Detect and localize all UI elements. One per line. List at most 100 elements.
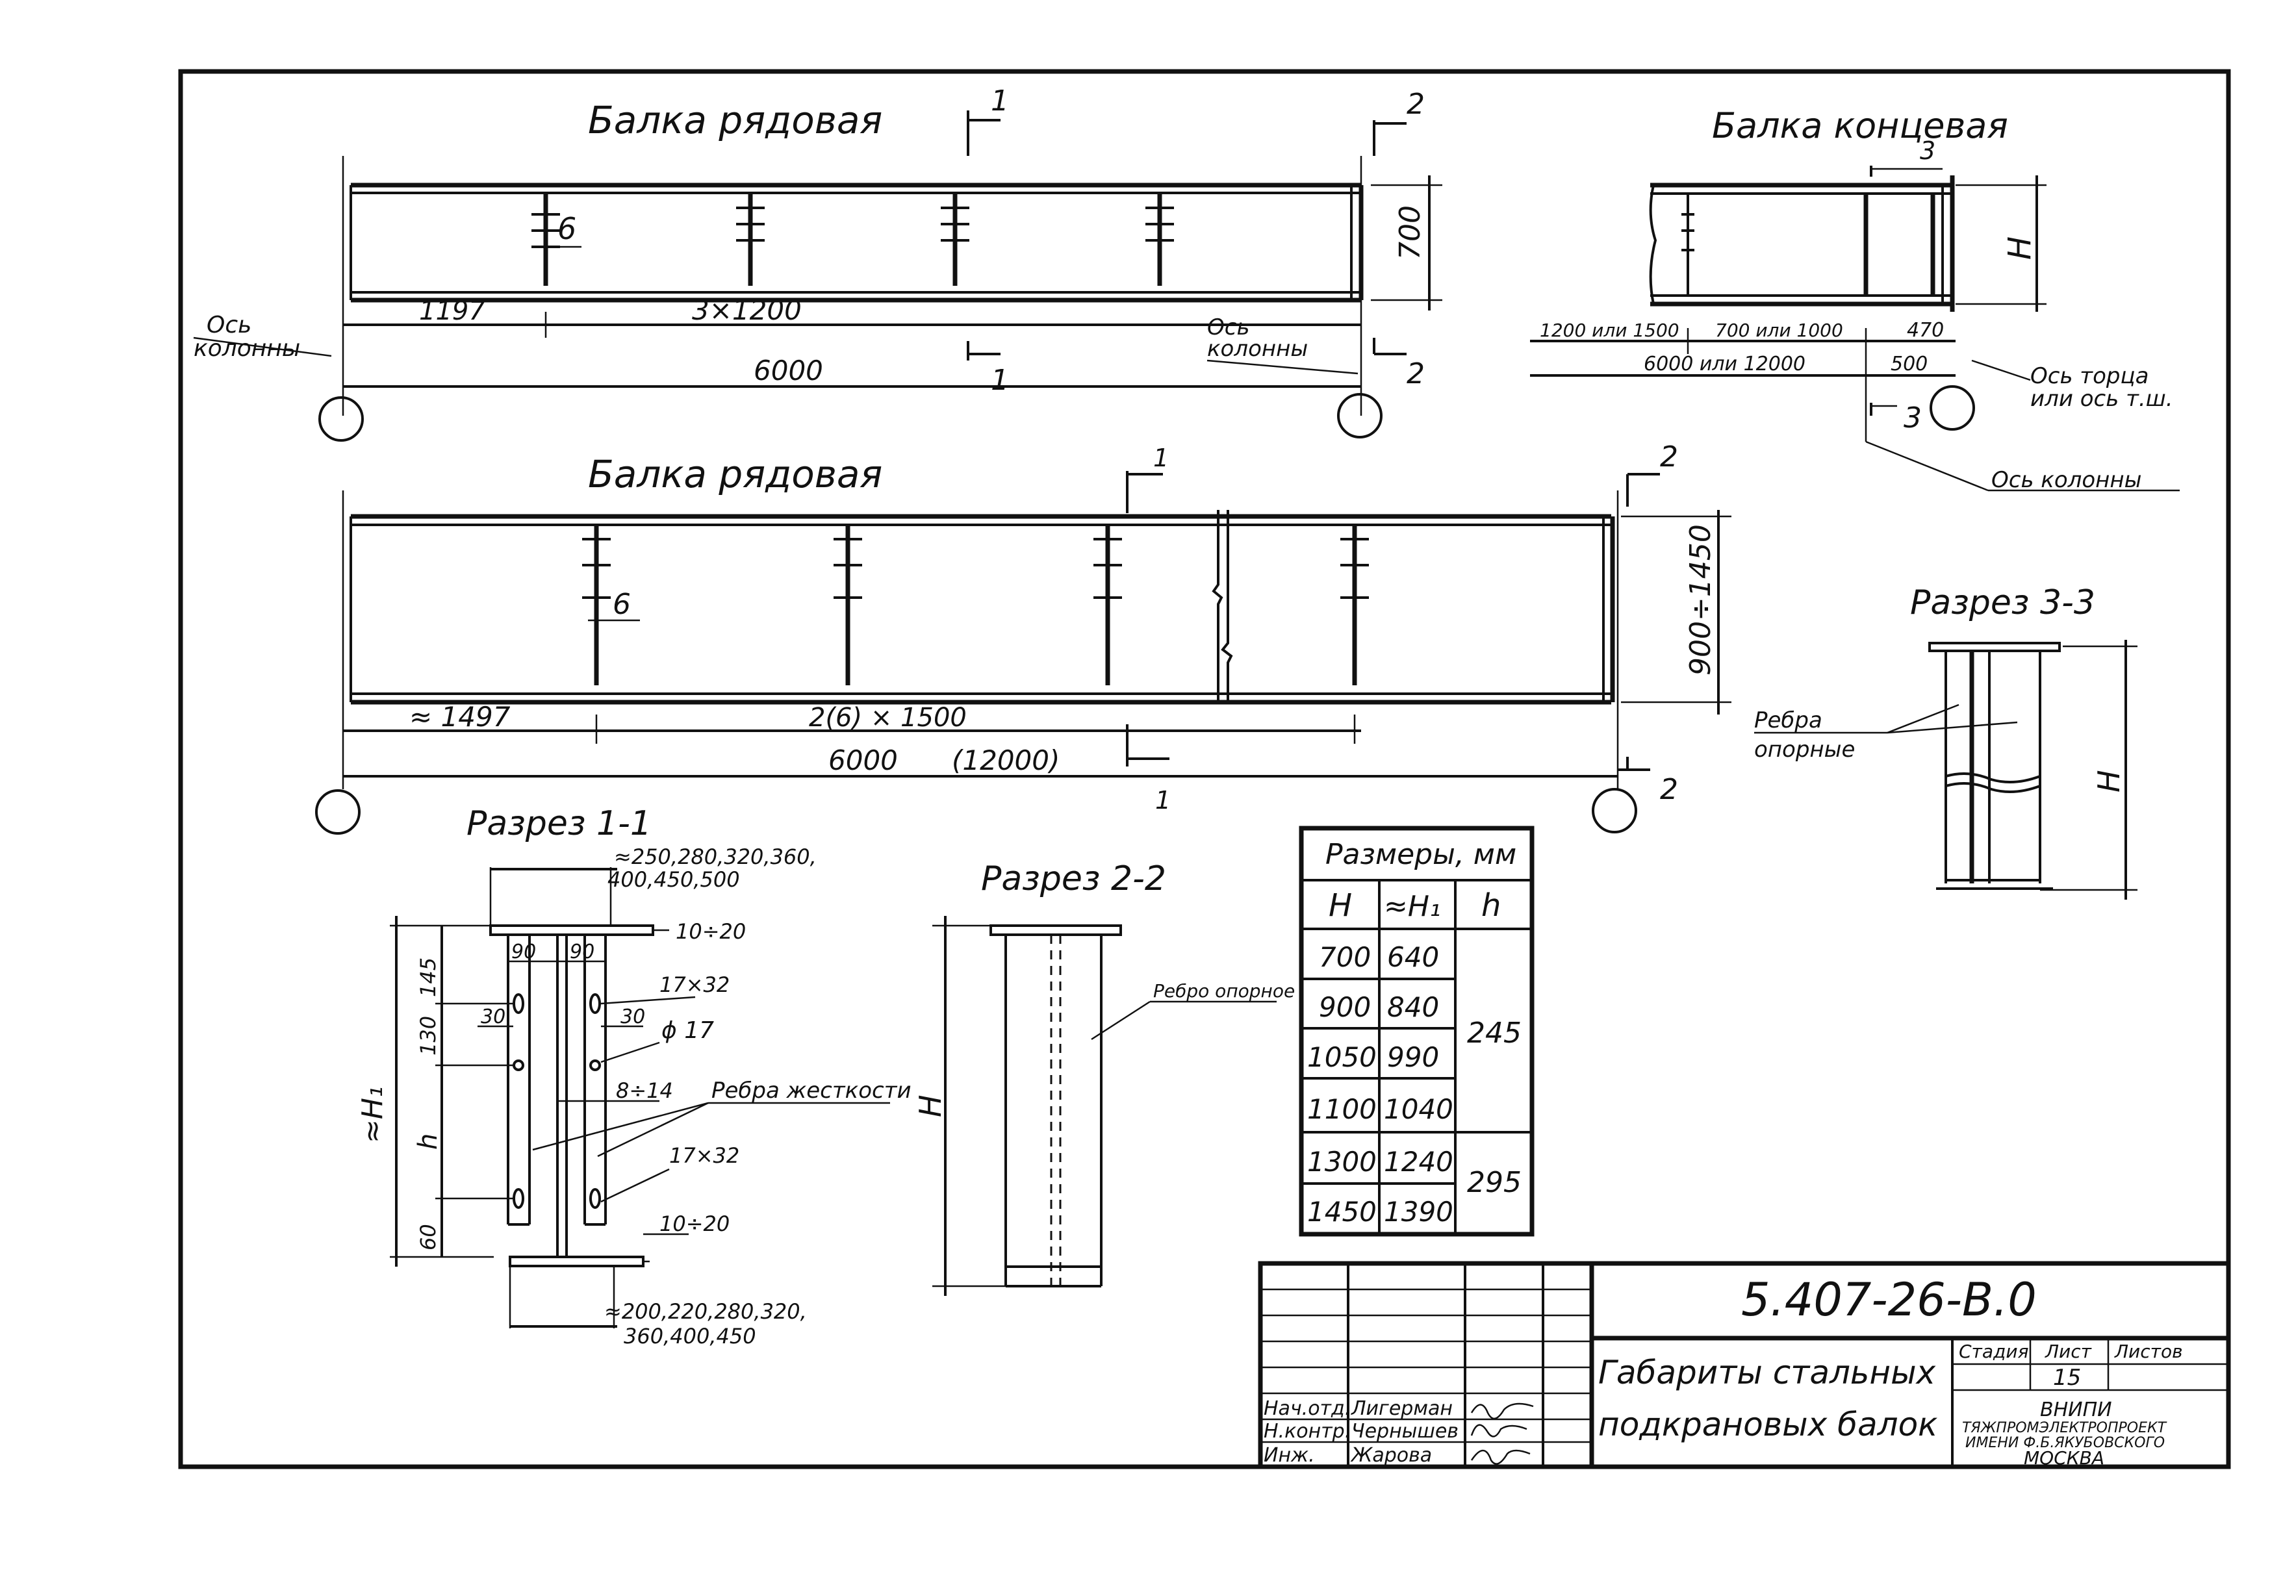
beam-1-stiffeners: [531, 193, 1174, 286]
beam-2-section-2-top: 2: [1660, 440, 1678, 474]
table-row-6-H1: 1390: [1384, 1196, 1453, 1228]
section-2-2-rib: Ребро опорное: [1153, 980, 1295, 1002]
stamp-col-sheet: Лист: [2045, 1341, 2092, 1362]
section-1-1-d130: 130: [416, 1016, 440, 1056]
stamp-col-sheets: Листов: [2114, 1341, 2183, 1362]
section-1-1-d30a: 30: [481, 1006, 505, 1028]
stamp-org-4: МОСКВА: [2024, 1447, 2104, 1469]
beam-1-axis-marker-right: [1337, 393, 1383, 438]
table-header-H1: ≈H₁: [1384, 890, 1441, 923]
section-1-1-hole: ϕ 17: [661, 1017, 714, 1044]
section-3-3-title: Разрез 3-3: [1910, 583, 2095, 622]
table-row-5-H1: 1240: [1384, 1146, 1453, 1178]
beam-2-dim-left: ≈ 1497: [409, 701, 511, 733]
end-beam-height: H: [2002, 236, 2038, 260]
table-row-1-H: 700: [1319, 941, 1371, 973]
beam-1-stiffener-thickness: 6: [557, 211, 576, 246]
beam-2-section-1-bottom: 1: [1155, 786, 1171, 815]
beam-2-elevation: Балка рядовая 6 1 1: [315, 440, 1731, 835]
section-1-1-bot-widths-2: 360,400,450: [624, 1324, 756, 1349]
end-beam-axis-marker: [1930, 385, 1975, 431]
stamp-role-1: Нач.отд.: [1264, 1397, 1351, 1420]
beam-2-title: Балка рядовая: [588, 452, 882, 496]
section-1-1-top-widths-2: 400,450,500: [607, 867, 740, 892]
stamp-role-3: Инж.: [1264, 1444, 1315, 1467]
section-2-2-title: Разрез 2-2: [981, 859, 1166, 898]
end-beam-dim-b: 700 или 1000: [1715, 320, 1843, 341]
drawing-title-1: Габариты стальных: [1598, 1354, 1936, 1391]
beam-1-elevation: Балка рядовая 6 1 1: [193, 84, 1442, 442]
beam-1-axis-right-2: колонны: [1207, 336, 1308, 362]
section-1-1: Разрез 1-1 ≈250,280,320,360, 400,450,500…: [356, 804, 912, 1349]
section-1-1-d60: 60: [416, 1224, 440, 1250]
stamp-role-2: Н.контр.: [1264, 1420, 1351, 1443]
drawing-title-2: подкрановых балок: [1598, 1406, 1937, 1443]
table-row-5-H: 1300: [1307, 1146, 1377, 1178]
section-3-3-ribs-1: Ребра: [1754, 707, 1822, 733]
table-header-h: h: [1481, 887, 1501, 924]
table-h-1: 245: [1467, 1017, 1522, 1050]
stamp-sheet-number: 15: [2053, 1365, 2081, 1391]
beam-2-dim-total: 6000: [828, 744, 898, 776]
beam-2-dim-mid: 2(6) × 1500: [809, 703, 967, 733]
beam-2-axis-marker-left: [315, 789, 361, 835]
section-1-1-h: h: [413, 1134, 443, 1150]
drawing-code: 5.407-26-В.0: [1741, 1273, 2037, 1326]
end-beam-dim-c: 470: [1907, 319, 1944, 342]
section-2-2-height: H: [913, 1095, 948, 1117]
table-h-2: 295: [1467, 1166, 1522, 1199]
table-row-2-H1: 840: [1387, 991, 1439, 1023]
section-1-1-top-widths-1: ≈250,280,320,360,: [614, 844, 817, 869]
end-beam-axis-col: Ось колонны: [1991, 467, 2141, 493]
beam-1-title: Балка рядовая: [588, 98, 882, 142]
title-block: 5.407-26-В.0 Габариты стальных подкранов…: [1258, 1261, 2231, 1469]
section-1-1-d30b: 30: [620, 1006, 645, 1028]
sheet-frame: [178, 69, 2231, 1469]
table-header-H: H: [1329, 887, 1352, 924]
beam-2-axis-marker-right: [1592, 788, 1637, 833]
stamp-name-3: Жарова: [1350, 1444, 1432, 1467]
beam-2-dim-total-alt: (12000): [952, 744, 1060, 776]
section-3-3-ribs-2: опорные: [1754, 737, 1855, 763]
beam-2-section-1-top: 1: [1153, 444, 1169, 472]
stamp-org-3: ИМЕНИ Ф.Б.ЯКУБОВСКОГО: [1965, 1435, 2165, 1451]
section-1-1-slot-2: 17×32: [669, 1143, 739, 1168]
beam-2-section-2-bottom: 2: [1660, 773, 1678, 806]
table-row-3-H1: 990: [1387, 1041, 1439, 1073]
section-1-1-ribs: Ребра жесткости: [711, 1078, 912, 1104]
end-beam-section-3-top: 3: [1920, 136, 1935, 165]
section-1-1-web-thickness: 8÷14: [616, 1078, 673, 1103]
signature-1: [1470, 1402, 1534, 1419]
stamp-name-1: Лигерман: [1351, 1397, 1453, 1420]
beam-1-section-2-bottom: 2: [1407, 357, 1425, 390]
section-3-3-height: H: [2091, 770, 2126, 792]
section-1-1-top-thickness: 10÷20: [676, 919, 746, 944]
section-2-2: Разрез 2-2 H Ребро опорное: [913, 859, 1295, 1296]
stamp-org-1: ВНИПИ: [2040, 1399, 2112, 1421]
beam-1-height: 700: [1394, 205, 1427, 260]
section-1-1-d90b: 90: [570, 941, 594, 963]
end-beam-axis-end-2: или ось т.ш.: [2030, 386, 2173, 412]
table-row-4-H: 1100: [1307, 1093, 1377, 1125]
beam-1-dim-mid: 3×1200: [692, 294, 802, 326]
table-row-2-H: 900: [1319, 991, 1371, 1023]
stamp-col-stage: Стадия: [1959, 1341, 2028, 1362]
table-row-6-H: 1450: [1307, 1196, 1377, 1228]
section-1-1-d90a: 90: [511, 941, 536, 963]
section-1-1-title: Разрез 1-1: [466, 804, 652, 843]
section-1-1-slot-1: 17×32: [659, 972, 730, 997]
table-title: Размеры, мм: [1325, 838, 1516, 871]
section-1-1-bot-widths-1: ≈200,220,280,320,: [604, 1299, 807, 1324]
section-1-1-d145: 145: [416, 957, 440, 997]
table-row-4-H1: 1040: [1384, 1093, 1453, 1125]
end-beam-dim-a: 1200 или 1500: [1540, 320, 1679, 341]
section-1-1-H1: ≈H₁: [356, 1086, 389, 1143]
dimensions-table: Размеры, мм H ≈H₁ h 700 640 900 840 1050…: [1299, 826, 1535, 1237]
end-beam-dim-total: 6000 или 12000: [1644, 353, 1805, 375]
end-beam-elevation: Балка концевая 3 3 H 1200 или 1500 700 и…: [1530, 105, 2180, 493]
stamp-org-2: ТЯЖПРОМЭЛЕКТРОПРОЕКТ: [1962, 1420, 2167, 1436]
beam-2-height: 900÷1450: [1684, 524, 1717, 676]
end-beam-title: Балка концевая: [1712, 105, 2008, 146]
section-1-1-bot-thickness: 10÷20: [659, 1211, 730, 1236]
